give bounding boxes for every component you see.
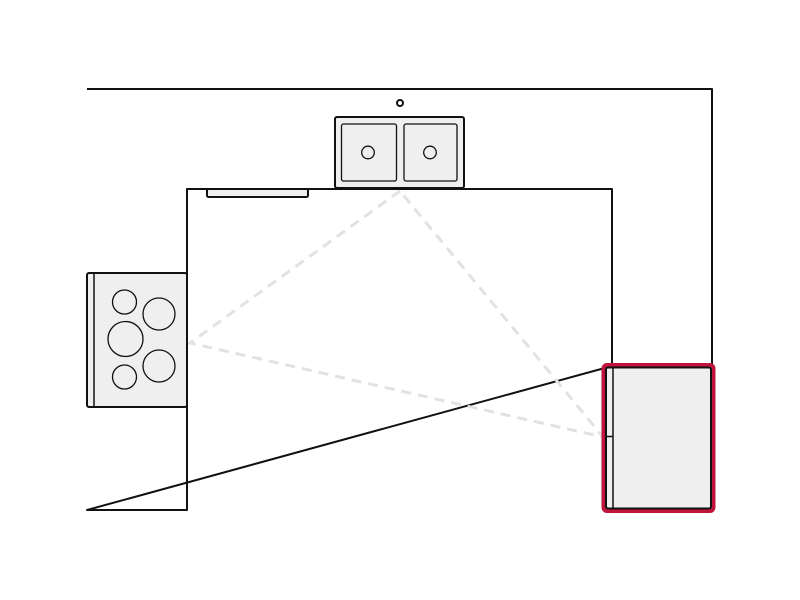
burner-icon <box>111 364 138 390</box>
sink[interactable] <box>334 99 465 189</box>
burner-icon <box>142 349 176 383</box>
burner-icon <box>107 320 144 358</box>
dishwasher[interactable] <box>206 188 309 198</box>
burner-icon <box>142 297 176 331</box>
drain-icon <box>361 145 375 160</box>
stove[interactable] <box>86 272 188 408</box>
work-triangle <box>186 188 607 440</box>
fridge[interactable] <box>601 363 716 513</box>
drain-icon <box>423 145 437 160</box>
burner-icon <box>111 289 138 315</box>
faucet-icon <box>396 99 404 107</box>
